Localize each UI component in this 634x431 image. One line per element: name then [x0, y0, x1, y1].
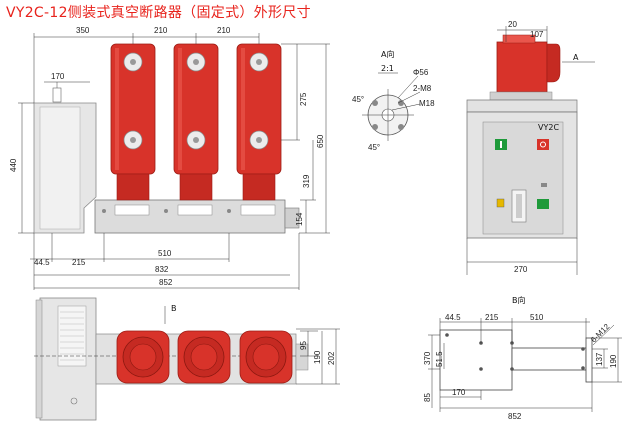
pole-2	[173, 43, 219, 201]
dim-154: 154	[295, 212, 304, 226]
view-a-thread: M18	[419, 99, 435, 108]
dim-b-85: 85	[423, 393, 432, 402]
side-pole-head	[496, 41, 548, 93]
dim-plan-202: 202	[327, 351, 336, 365]
dim-210-b: 210	[217, 26, 231, 35]
dim-440: 440	[9, 158, 18, 172]
dim-b-51-5: 51.5	[435, 351, 444, 367]
dim-b-170: 170	[452, 388, 466, 397]
dim-b-190: 190	[609, 354, 618, 368]
dim-b-510: 510	[530, 313, 544, 322]
dim-b-44-5: 44.5	[445, 313, 461, 322]
housing-panel	[39, 106, 81, 230]
side-view: VY2C 20 107 A 270	[466, 20, 595, 275]
arrow-a-label: A	[573, 53, 579, 62]
pole-1	[110, 43, 156, 201]
pole-3	[236, 43, 282, 201]
dim-b-852: 852	[508, 412, 522, 421]
dim-side-107: 107	[530, 30, 544, 39]
plan-pole-1	[116, 330, 170, 384]
front-model-label: VY2C	[538, 123, 559, 132]
dim-b-6-m12: 6-M12	[589, 322, 612, 345]
dim-side-20: 20	[508, 20, 517, 29]
green-indicator	[537, 199, 549, 209]
plan-pole-2	[177, 330, 231, 384]
view-a-phi: Φ56	[413, 68, 429, 77]
front-elevation: 350 210 210 170 440 275 319 650 154 44.5…	[9, 26, 330, 290]
dim-852: 852	[159, 278, 173, 287]
view-a-bolts: 2-M8	[413, 84, 432, 93]
view-a-title: A向	[381, 49, 394, 59]
view-a-angle-2: 45°	[368, 143, 380, 152]
dim-832: 832	[155, 265, 169, 274]
dim-b-370: 370	[423, 351, 432, 365]
dim-b-137: 137	[595, 352, 604, 366]
view-b-arm	[511, 347, 587, 371]
dim-210-a: 210	[154, 26, 168, 35]
dim-plan-190: 190	[313, 350, 322, 364]
plan-view: B 95 190 202	[34, 297, 340, 421]
view-a-angle-1: 45°	[352, 95, 364, 104]
dim-650: 650	[316, 134, 325, 148]
red-button	[537, 139, 549, 150]
dim-215: 215	[72, 258, 86, 267]
dim-510: 510	[158, 249, 172, 258]
dim-319: 319	[302, 174, 311, 188]
view-a-scale: 2:1	[381, 64, 394, 73]
dim-plan-95: 95	[299, 341, 308, 350]
housing-knob	[52, 87, 62, 103]
dim-b-215: 215	[485, 313, 499, 322]
arrow-b-label: B	[171, 304, 177, 313]
view-b-title: B向	[512, 295, 526, 305]
dim-170: 170	[51, 72, 65, 81]
dim-350: 350	[76, 26, 90, 35]
plan-pole-3	[239, 330, 293, 384]
dim-44-5: 44.5	[34, 258, 50, 267]
dim-275: 275	[299, 92, 308, 106]
view-b: B向 44.5 215 510 6-M12 370 51.5 85	[423, 295, 622, 421]
base-end-plate	[284, 207, 300, 229]
view-a-detail: A向 2:1 Φ56 2-M8 M18 45° 45°	[352, 49, 435, 152]
dim-side-270: 270	[514, 265, 528, 274]
page-title: VY2C-12侧装式真空断路器（固定式）外形尺寸	[6, 5, 311, 21]
view-b-plate	[439, 329, 513, 391]
